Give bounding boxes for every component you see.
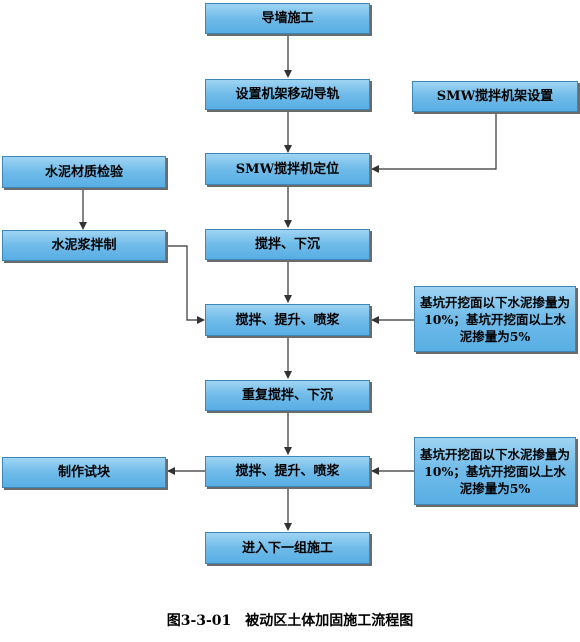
node-note-1: 基坑开挖面以下水泥掺量为10%；基坑开挖面以上水泥掺量为5%	[414, 286, 576, 352]
node-label: 水泥浆拌制	[51, 238, 117, 253]
node-label: 搅拌、提升、喷浆	[235, 464, 340, 479]
node-label: 设置机架移动导轨	[235, 87, 340, 102]
node-guide-wall: 导墙施工	[205, 3, 370, 34]
node-label: 重复搅拌、下沉	[241, 388, 333, 403]
node-label: 水泥材质检验	[44, 164, 123, 180]
node-label: SMW搅拌机定位	[235, 161, 340, 177]
node-smw-frame-setup: SMW搅拌机架设置	[412, 81, 578, 112]
node-slurry-mix: 水泥浆拌制	[2, 230, 166, 261]
node-label: 基坑开挖面以下水泥掺量为10%；基坑开挖面以上水泥掺量为5%	[419, 446, 570, 496]
node-label: 基坑开挖面以下水泥掺量为10%；基坑开挖面以上水泥掺量为5%	[419, 294, 570, 344]
arrow-frame-to-position	[371, 112, 497, 173]
node-cement-inspect: 水泥材质检验	[2, 156, 166, 188]
arrow-slurry-to-spray1	[166, 245, 205, 324]
node-note-2: 基坑开挖面以下水泥掺量为10%；基坑开挖面以上水泥掺量为5%	[414, 437, 576, 505]
node-rail-setup: 设置机架移动导轨	[205, 79, 370, 110]
node-repeat-stir-sink: 重复搅拌、下沉	[205, 380, 370, 411]
node-label: 搅拌、下沉	[254, 237, 320, 252]
node-next-group: 进入下一组施工	[205, 532, 370, 564]
node-smw-position: SMW搅拌机定位	[205, 153, 370, 185]
node-label: SMW搅拌机架设置	[436, 89, 554, 104]
node-label: 导墙施工	[261, 11, 314, 26]
node-label: 进入下一组施工	[241, 540, 333, 556]
node-label: 搅拌、提升、喷浆	[235, 312, 340, 328]
node-label: 制作试块	[57, 465, 110, 480]
node-stir-sink-1: 搅拌、下沉	[205, 229, 370, 260]
node-stir-lift-spray-2: 搅拌、提升、喷浆	[205, 456, 370, 487]
node-make-specimen: 制作试块	[2, 457, 166, 488]
node-stir-lift-spray-1: 搅拌、提升、喷浆	[205, 304, 370, 336]
figure-caption: 图3-3-01 被动区土体加固施工流程图	[166, 613, 414, 629]
